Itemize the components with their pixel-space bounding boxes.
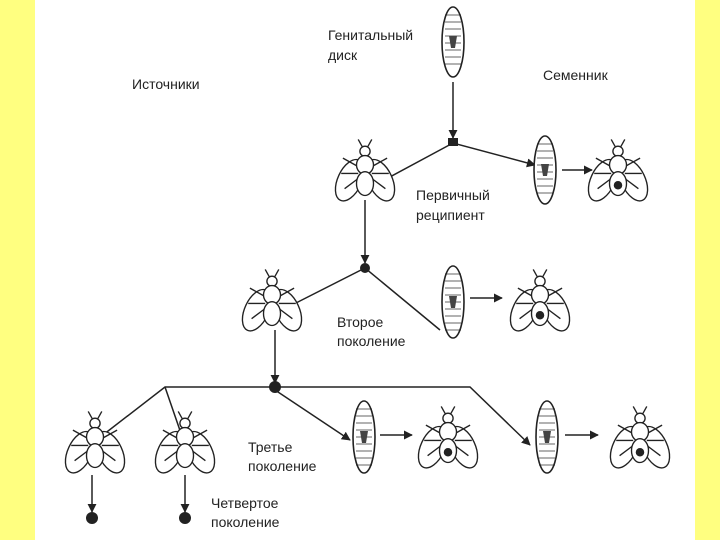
disc-icon bbox=[360, 263, 370, 273]
genital-disc-label-2: диск bbox=[328, 47, 358, 63]
larvae-layer bbox=[353, 7, 558, 473]
larva-icon bbox=[534, 136, 556, 204]
primary-label-2: реципиент bbox=[416, 207, 485, 223]
disc-icon bbox=[269, 381, 281, 393]
larva-icon bbox=[442, 266, 464, 338]
fly-icon bbox=[605, 406, 676, 472]
fly-icon bbox=[237, 269, 308, 335]
disc-icon bbox=[448, 138, 458, 146]
second-label-1: Второе bbox=[337, 314, 383, 330]
fly-icon bbox=[505, 269, 576, 335]
testis-label: Семенник bbox=[543, 67, 609, 83]
third-label-2: поколение bbox=[248, 458, 317, 474]
genital-disc-label-1: Генитальный bbox=[328, 27, 413, 43]
primary-label-1: Первичный bbox=[416, 187, 490, 203]
second-label-2: поколение bbox=[337, 333, 406, 349]
fly-icon bbox=[330, 139, 401, 205]
larva-icon bbox=[353, 401, 375, 473]
connector-gen1-split bbox=[375, 143, 535, 185]
connector-gen3-mid bbox=[275, 390, 350, 440]
disc-icon bbox=[179, 512, 191, 524]
fly-icon bbox=[413, 406, 484, 472]
fly-icon bbox=[583, 139, 654, 205]
third-label-1: Третье bbox=[248, 439, 293, 455]
larva-icon bbox=[536, 401, 558, 473]
disc-icon bbox=[86, 512, 98, 524]
fly-icon bbox=[150, 411, 221, 477]
fourth-label-1: Четвертое bbox=[211, 495, 279, 511]
sources-label: Источники bbox=[132, 76, 200, 92]
fourth-label-2: поколение bbox=[211, 514, 280, 530]
larva-icon bbox=[442, 7, 464, 77]
